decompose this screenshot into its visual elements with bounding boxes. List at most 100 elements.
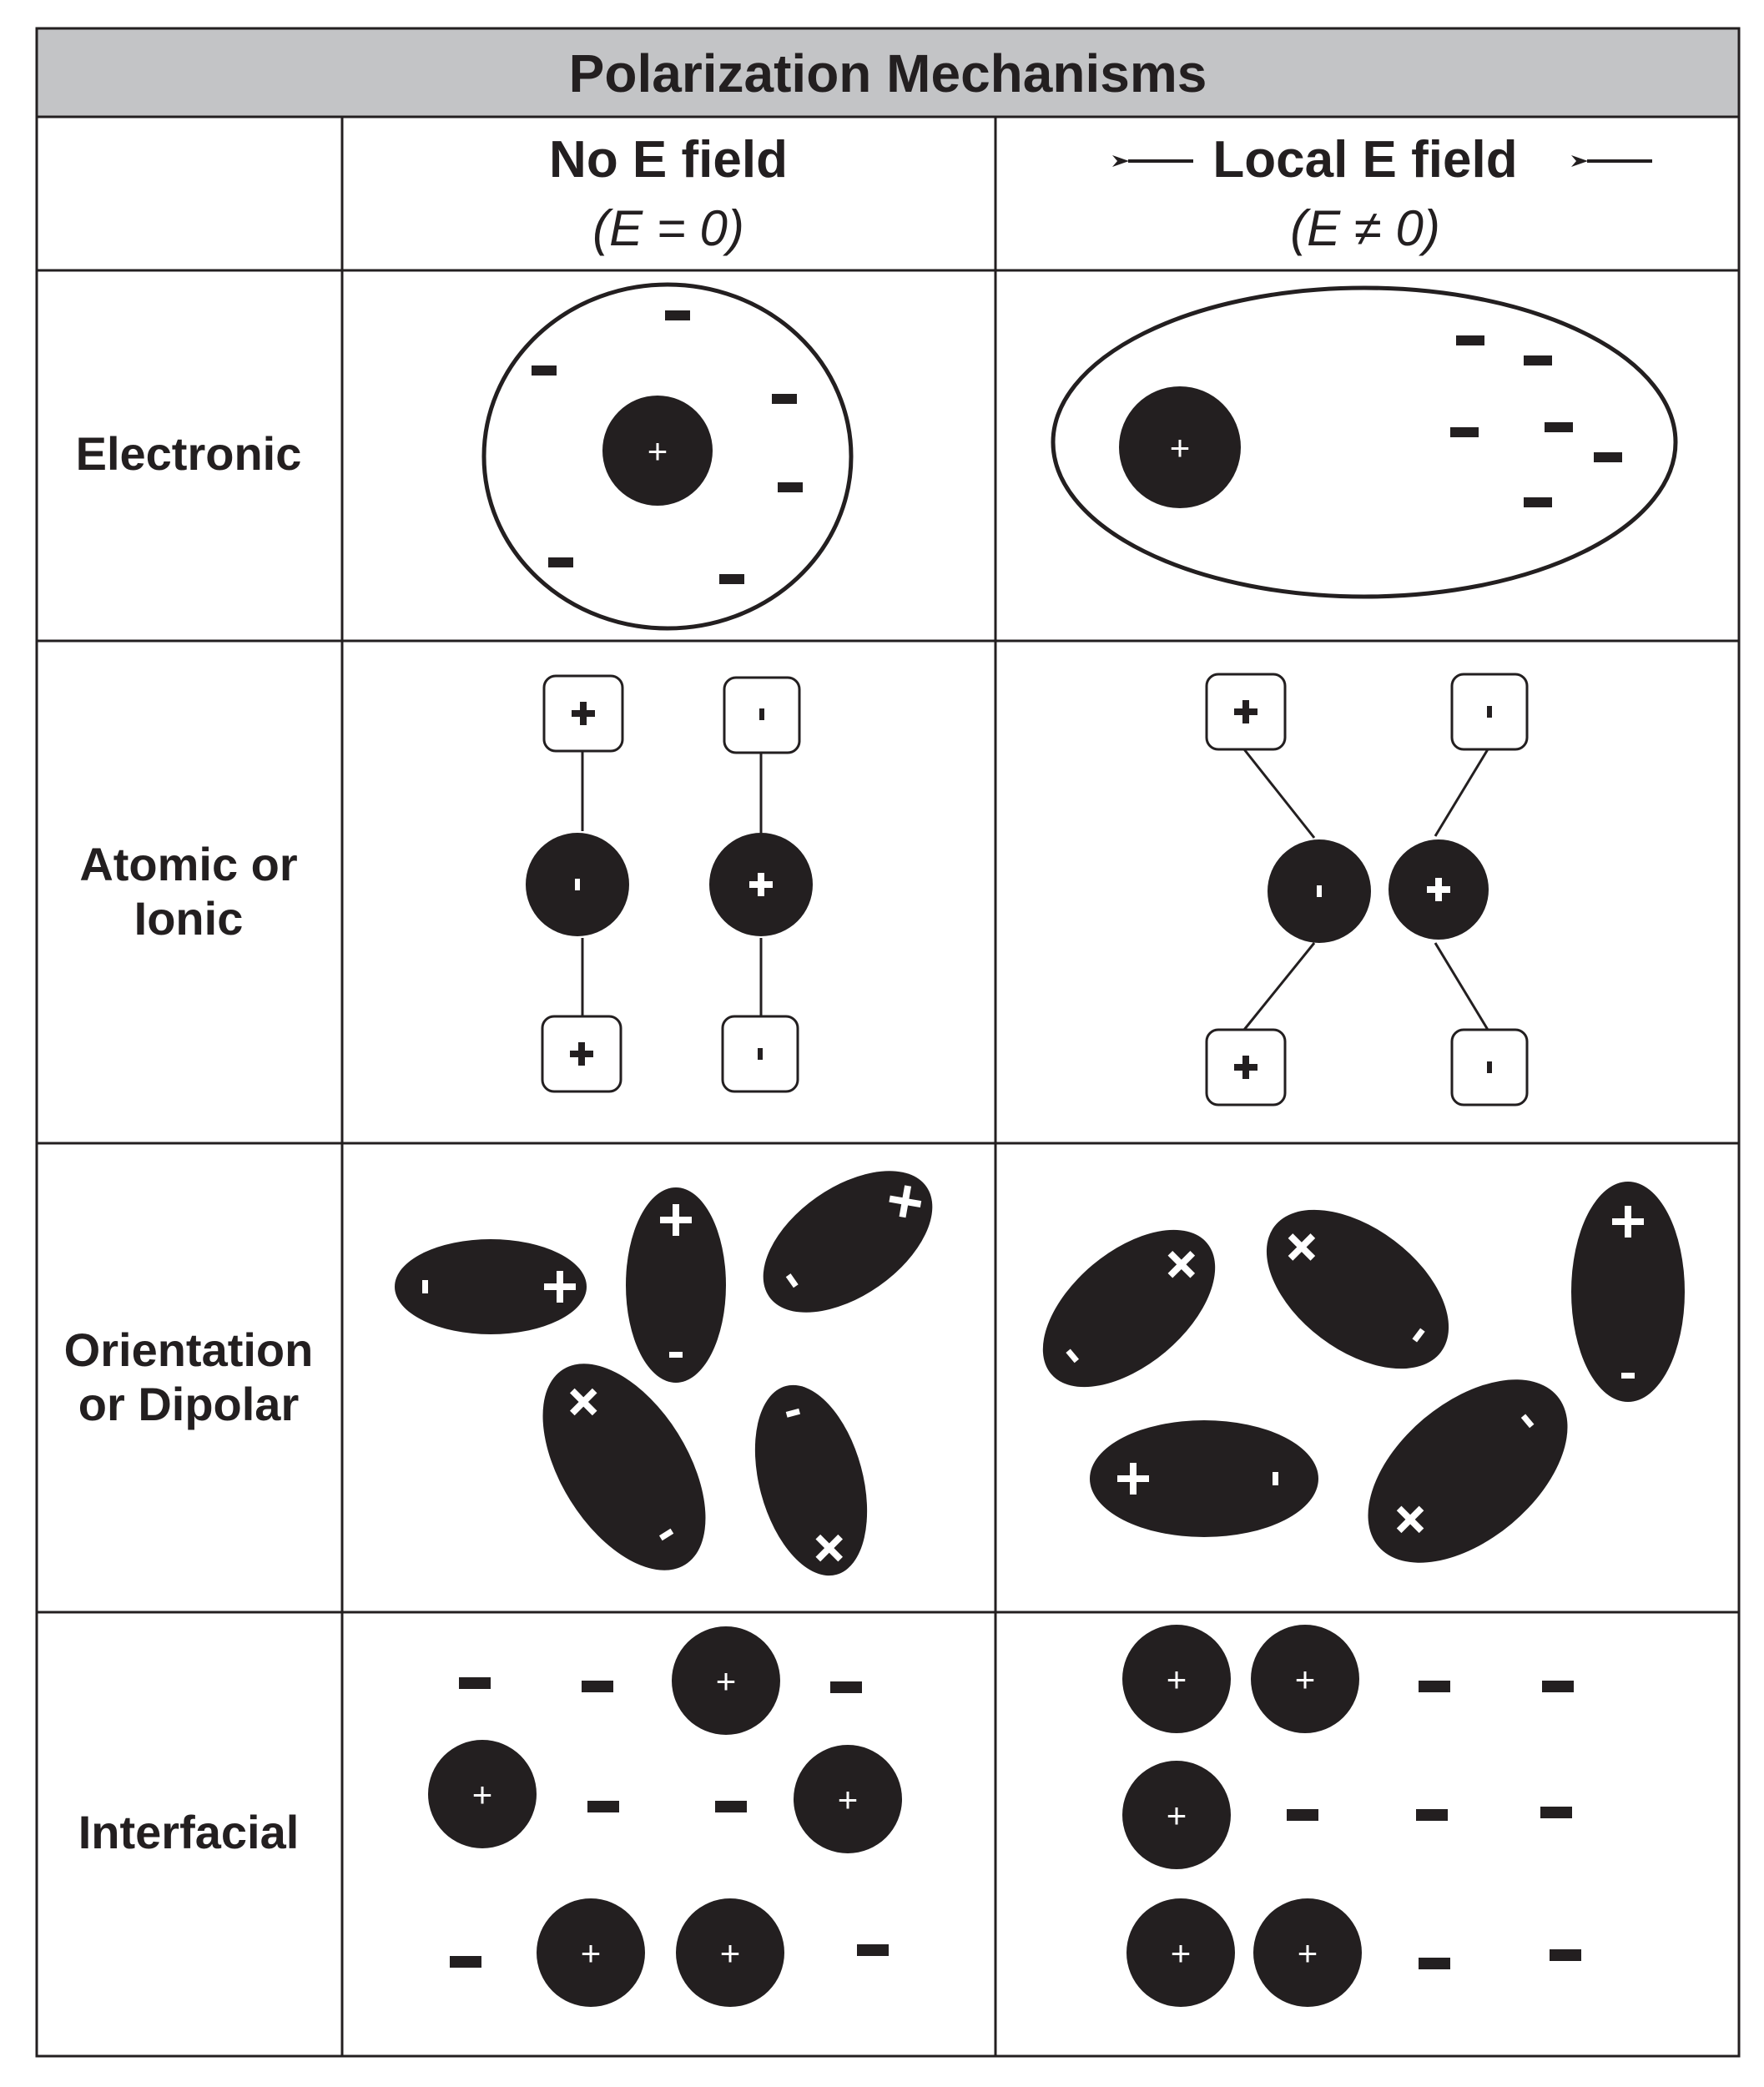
title-band <box>37 28 1739 117</box>
nucleus <box>1119 386 1241 508</box>
dipole <box>395 1239 587 1334</box>
negative-charge <box>1550 1949 1581 1961</box>
electron <box>719 574 744 584</box>
positive-charge <box>428 1740 537 1848</box>
dipole <box>1368 1379 1568 1563</box>
electrons <box>1450 335 1622 507</box>
interfacial-local-field-charges: + + + + + <box>1122 1625 1581 2007</box>
electron <box>1524 355 1552 365</box>
electron <box>1450 427 1479 437</box>
ion-negative-sign <box>1317 885 1322 897</box>
minus-sign <box>759 708 764 720</box>
minus-sign <box>758 1048 763 1060</box>
positive-charges: + + + + + <box>428 1626 902 2007</box>
row-label-atomic-line1: Atomic or <box>79 838 297 890</box>
negative-charges <box>1287 1681 1581 1969</box>
nucleus <box>602 396 713 506</box>
row-label-electronic: Electronic <box>76 427 302 480</box>
nucleus-plus: + <box>1170 428 1191 467</box>
row-label-orientation-line1: Orientation <box>64 1323 314 1376</box>
column-subheader-local-field: (E ≠ 0) <box>1290 200 1440 256</box>
negative-charges <box>450 1677 889 1968</box>
positive-charge-sign: + <box>1167 1796 1187 1835</box>
negative-charge <box>582 1681 613 1692</box>
dipole <box>1042 1229 1216 1388</box>
electron <box>1524 497 1552 507</box>
dipole <box>763 1171 933 1313</box>
ion-positive-sign <box>749 873 773 896</box>
plus-sign <box>570 1042 593 1066</box>
minus-sign <box>1487 1061 1492 1073</box>
positive-charge-sign: + <box>1167 1660 1187 1699</box>
table-grid <box>35 27 1741 2058</box>
positive-charge-sign: + <box>1298 1933 1318 1973</box>
positive-charge-sign: + <box>1295 1660 1316 1699</box>
electronic-local-field-atom: + <box>1051 285 1678 599</box>
negative-charge <box>587 1801 619 1812</box>
ion-positive-sign <box>1427 878 1450 901</box>
row-label-orientation-line2: or Dipolar <box>78 1378 299 1430</box>
plus-sign <box>1234 1056 1257 1079</box>
negative-charge <box>1416 1809 1448 1821</box>
dipole <box>1571 1182 1685 1402</box>
positive-charge <box>1122 1625 1231 1733</box>
electron <box>778 482 803 492</box>
negative-charge <box>450 1956 481 1968</box>
positive-charge <box>1122 1761 1231 1869</box>
atomic-local-field-lattice <box>1205 673 1529 1107</box>
positive-charge-sign: + <box>581 1933 602 1973</box>
dipole <box>542 1364 706 1570</box>
negative-charge <box>1287 1809 1318 1821</box>
negative-charge <box>1540 1807 1572 1818</box>
row-label-interfacial: Interfacial <box>78 1806 300 1858</box>
plus-sign <box>572 702 595 725</box>
column-header-local-field: Local E field <box>1212 131 1517 189</box>
negative-charge <box>1419 1681 1450 1692</box>
negative-charge <box>715 1801 747 1812</box>
electronic-no-field-atom: + <box>481 282 854 631</box>
dipole <box>1090 1420 1318 1537</box>
positive-charge-sign: + <box>720 1933 741 1973</box>
column-subheader-no-field: (E = 0) <box>592 200 744 256</box>
positive-charge-sign: + <box>838 1780 859 1819</box>
electron-cloud-distorted <box>1051 285 1678 599</box>
plus-sign <box>1234 700 1257 723</box>
orientation-no-field-dipoles <box>395 1171 933 1576</box>
row-label-atomic-line2: Ionic <box>134 892 244 945</box>
box-signs <box>1234 700 1492 1079</box>
electron-cloud <box>481 282 854 631</box>
positive-charge-sign: + <box>472 1775 493 1814</box>
box-signs <box>570 702 764 1066</box>
positive-charge <box>676 1898 784 2007</box>
dipole <box>626 1187 726 1383</box>
bonds <box>1242 749 1489 1031</box>
negative-charge <box>1419 1958 1450 1969</box>
atomic-no-field-lattice <box>526 674 813 1093</box>
table-title: Polarization Mechanisms <box>569 43 1207 103</box>
negative-charge <box>1542 1681 1574 1692</box>
positive-charge-sign: + <box>716 1661 737 1701</box>
dipole <box>754 1384 868 1576</box>
column-header-no-field: No E field <box>549 131 788 189</box>
electron <box>1594 452 1622 462</box>
nucleus-plus: + <box>648 431 668 471</box>
positive-charge <box>1251 1625 1359 1733</box>
negative-charge <box>459 1677 491 1689</box>
positive-charge-sign: + <box>1171 1933 1192 1973</box>
electron <box>1456 335 1484 345</box>
ion-negative-sign <box>575 879 580 890</box>
electron <box>532 365 557 376</box>
negative-charge <box>857 1944 889 1956</box>
negative-charge <box>830 1681 862 1693</box>
positive-charge <box>1253 1898 1362 2007</box>
positive-charges: + + + + + <box>1122 1625 1362 2007</box>
positive-charge <box>794 1745 902 1853</box>
electron <box>1545 422 1573 432</box>
interfacial-no-field-charges: + + + + + <box>428 1626 902 2007</box>
bonds <box>581 751 763 1016</box>
dipole <box>1266 1209 1449 1369</box>
orientation-local-field-dipoles <box>1042 1182 1685 1563</box>
minus-sign <box>1487 706 1492 718</box>
positive-charge <box>1126 1898 1235 2007</box>
electron <box>665 310 690 320</box>
